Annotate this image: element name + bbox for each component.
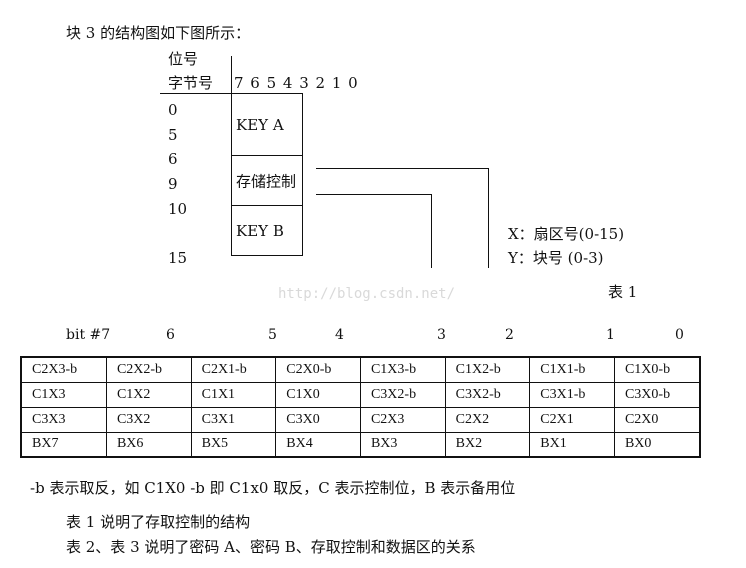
table-cell: C3X2: [105, 406, 192, 433]
table-cell: BX3: [359, 431, 446, 458]
table-cell: C2X1-b: [190, 356, 277, 383]
table-cell: C3X3: [20, 406, 107, 433]
table-cell: BX4: [275, 431, 361, 458]
row-label-10: 10: [168, 200, 188, 218]
row-label-0: 0: [168, 101, 178, 119]
access-control-label: 存储控制: [236, 172, 297, 190]
key-b-box: KEY B: [231, 205, 303, 256]
table-cell: C2X3-b: [20, 356, 107, 383]
watermark-url: http://blog.csdn.net/: [278, 286, 456, 302]
table-cell: C1X0-b: [613, 356, 701, 383]
bit-header-6: 6: [166, 327, 175, 343]
bit-header-2: 2: [505, 327, 514, 343]
table-cell: C2X0-b: [275, 356, 361, 383]
table-row: C1X3 C1X2 C1X1 C1X0 C3X2-b C3X2-b C3X1-b…: [20, 381, 701, 408]
access-control-box: 存储控制: [231, 155, 303, 206]
header-vertical-divider: [231, 56, 232, 100]
table-cell: C2X1: [529, 406, 615, 433]
table-cell: C1X2-b: [444, 356, 531, 383]
table-cell: C2X3: [359, 406, 446, 433]
row-label-15: 15: [168, 249, 188, 267]
table-cell: C3X2-b: [444, 381, 531, 408]
table-cell: BX0: [613, 431, 701, 458]
row-label-9: 9: [168, 175, 178, 193]
row-label-6: 6: [168, 150, 178, 168]
table-row: C2X3-b C2X2-b C2X1-b C2X0-b C1X3-b C1X2-…: [20, 356, 701, 383]
table-cell: BX1: [529, 431, 615, 458]
note-sector-number: X：扇区号(0-15): [508, 225, 625, 243]
table-cell: C1X1: [190, 381, 277, 408]
table-cell: C3X1: [190, 406, 277, 433]
description-line-1: 表 1 说明了存取控制的结构: [66, 513, 251, 531]
table-cell: C2X2: [444, 406, 531, 433]
bit-header-4: 4: [335, 327, 344, 343]
table-row: C3X3 C3X2 C3X1 C3X0 C2X3 C2X2 C2X1 C2X0: [20, 406, 701, 433]
key-a-box: KEY A: [231, 93, 303, 156]
key-a-label: KEY A: [236, 115, 284, 134]
note-block-number: Y：块号 (0-3): [508, 249, 604, 267]
bit-header-0: 0: [675, 327, 684, 343]
table-row: BX7 BX6 BX5 BX4 BX3 BX2 BX1 BX0: [20, 431, 701, 458]
table-cell: C3X0: [275, 406, 361, 433]
bit-header-3: 3: [437, 327, 446, 343]
table-cell: C2X2-b: [105, 356, 192, 383]
table-cell: BX5: [190, 431, 277, 458]
table-cell: C3X2-b: [359, 381, 446, 408]
intro-text: 块 3 的结构图如下图所示：: [66, 24, 251, 42]
bit-header-5: 5: [268, 327, 277, 343]
bit-numbers: 7 6 5 4 3 2 1 0: [234, 74, 359, 92]
description-line-2: 表 2、表 3 说明了密码 A、密码 B、存取控制和数据区的关系: [66, 538, 476, 556]
key-b-label: KEY B: [236, 221, 284, 240]
access-bits-table: C2X3-b C2X2-b C2X1-b C2X0-b C1X3-b C1X2-…: [20, 356, 701, 458]
table-cell: BX2: [444, 431, 531, 458]
table-cell: C3X1-b: [529, 381, 615, 408]
byte-number-header: 字节号: [168, 74, 214, 92]
table-cell: C1X3-b: [359, 356, 446, 383]
table-caption: 表 1: [608, 283, 638, 301]
row-label-5: 5: [168, 126, 178, 144]
table-cell: C2X0: [613, 406, 701, 433]
table-cell: C3X0-b: [613, 381, 701, 408]
bit-header-7: bit #7: [66, 327, 111, 343]
bit-position-header: 位号: [168, 50, 199, 68]
footnote-text: -b 表示取反，如 C1X0 -b 即 C1x0 取反，C 表示控制位，B 表示…: [30, 479, 516, 497]
table-cell: BX7: [20, 431, 107, 458]
table-cell: C1X1-b: [529, 356, 615, 383]
table-cell: C1X3: [20, 381, 107, 408]
bit-header-1: 1: [606, 327, 615, 343]
table-cell: BX6: [105, 431, 192, 458]
table-cell: C1X0: [275, 381, 361, 408]
table-cell: C1X2: [105, 381, 192, 408]
